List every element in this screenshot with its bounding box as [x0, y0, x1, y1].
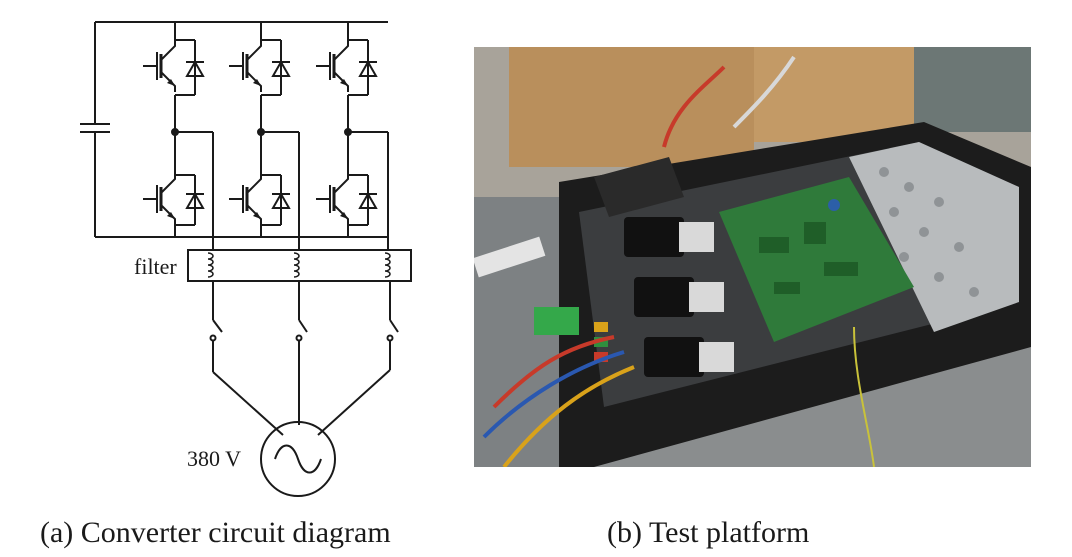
filter-inductors: [207, 252, 391, 278]
phase-leg-1: [141, 22, 214, 250]
converter-circuit-diagram: filter 380 V: [80, 21, 412, 497]
phase-leg-3: [314, 22, 389, 250]
filter-box: [187, 249, 412, 282]
source-voltage-label: 380 V: [187, 446, 241, 471]
caption-circuit-diagram: (a) Converter circuit diagram: [40, 516, 391, 549]
dc-link-capacitor: [80, 123, 110, 133]
filter-label: filter: [134, 254, 177, 279]
phase-leg-2: [227, 22, 300, 250]
test-platform-photo: [474, 47, 1031, 467]
grid-switches: [209, 281, 399, 436]
caption-test-platform: (b) Test platform: [607, 516, 810, 549]
ac-source: [260, 421, 336, 497]
